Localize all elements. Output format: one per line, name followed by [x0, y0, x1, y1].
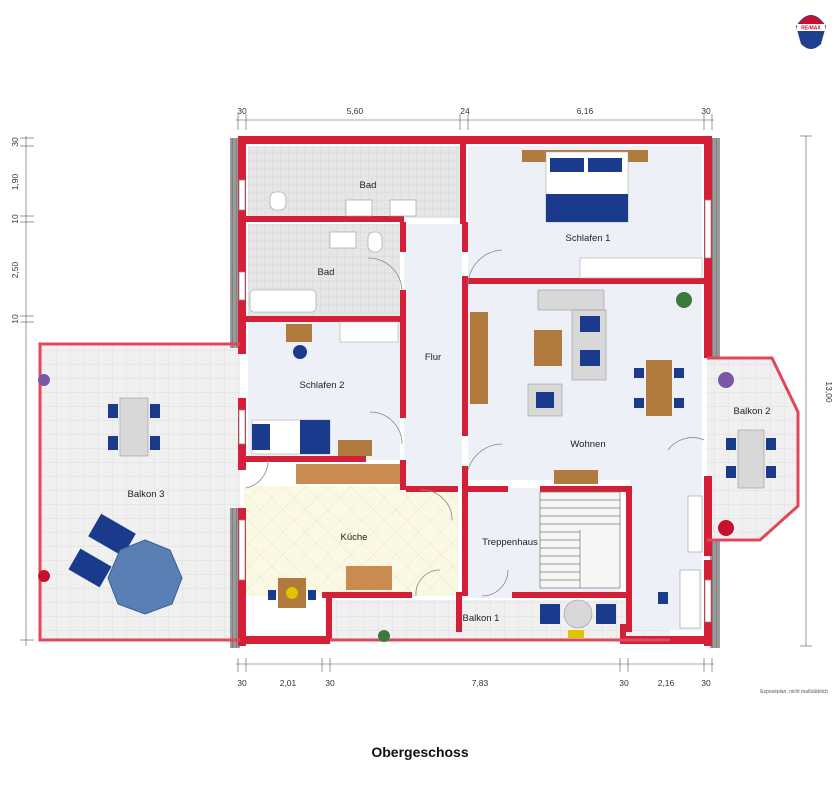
dim-bottom-3: 30 — [325, 678, 335, 688]
scale-note: Exposéplan, nicht maßstäblich — [760, 689, 828, 695]
dim-left-1: 30 — [10, 137, 20, 147]
remax-logo-text: RE/MAX — [801, 26, 821, 32]
room-label-treppenhaus: Treppenhaus — [482, 537, 538, 548]
flur-floor — [404, 224, 462, 486]
doors — [245, 249, 705, 597]
furniture-schlafen2 — [251, 321, 399, 456]
room-label-kueche: Küche — [341, 532, 368, 543]
roof-slope-right-lower — [710, 540, 720, 648]
remax-logo: RE/MAX — [796, 15, 826, 49]
room-label-balkon2: Balkon 2 — [734, 406, 771, 417]
dim-left-4: 2,50 — [10, 261, 20, 278]
room-label-bad: Bad — [318, 267, 335, 278]
furniture-flur — [470, 312, 488, 404]
stairs — [539, 491, 621, 589]
dimension-labels-top: 30 5,60 24 6,16 30 — [237, 106, 711, 116]
dimension-labels-left: 30 1,90 10 2,50 10 — [10, 137, 20, 324]
dim-top-4: 6,16 — [577, 106, 594, 116]
dim-top-1: 30 — [237, 106, 247, 116]
dim-right-total: 13,00 — [824, 381, 834, 403]
bed-schlafen1 — [522, 150, 703, 279]
dim-bottom-4: 7,83 — [472, 678, 489, 688]
dim-top-5: 30 — [701, 106, 711, 116]
room-label-balkon1: Balkon 1 — [463, 613, 500, 624]
dimension-labels-bottom: 30 2,01 30 7,83 30 2,16 30 — [237, 678, 711, 688]
windows — [238, 179, 712, 623]
roof-slope-right — [710, 138, 720, 358]
dim-bottom-6: 2,16 — [658, 678, 675, 688]
room-label-wohnen: Wohnen — [570, 439, 605, 450]
furniture-balkon3 — [38, 374, 183, 615]
dim-left-5: 10 — [10, 314, 20, 324]
dim-top-3: 24 — [460, 106, 470, 116]
floor-title: Obergeschoss — [371, 744, 468, 760]
dim-bottom-1: 30 — [237, 678, 247, 688]
dim-top-2: 5,60 — [347, 106, 364, 116]
furniture-balkon1 — [378, 599, 616, 642]
room-label-balkon3: Balkon 3 — [128, 489, 165, 500]
room-label-bad-top: Bad — [360, 180, 377, 191]
room-label-schlafen2: Schlafen 2 — [300, 380, 345, 391]
room-label-schlafen1: Schlafen 1 — [566, 233, 611, 244]
furniture-wohnen — [527, 289, 703, 629]
dim-bottom-7: 30 — [701, 678, 711, 688]
dim-bottom-5: 30 — [619, 678, 629, 688]
room-label-flur: Flur — [425, 352, 441, 363]
dim-left-2: 1,90 — [10, 173, 20, 190]
roof-slope-left-lower — [230, 508, 240, 648]
roof-slope-left — [230, 138, 240, 348]
furniture-kueche — [268, 464, 400, 608]
dim-left-3: 10 — [10, 214, 20, 224]
bad-fixtures — [249, 191, 417, 313]
dim-bottom-2: 2,01 — [280, 678, 297, 688]
furniture-balkon2 — [676, 292, 776, 536]
dimension-lines — [20, 114, 812, 672]
